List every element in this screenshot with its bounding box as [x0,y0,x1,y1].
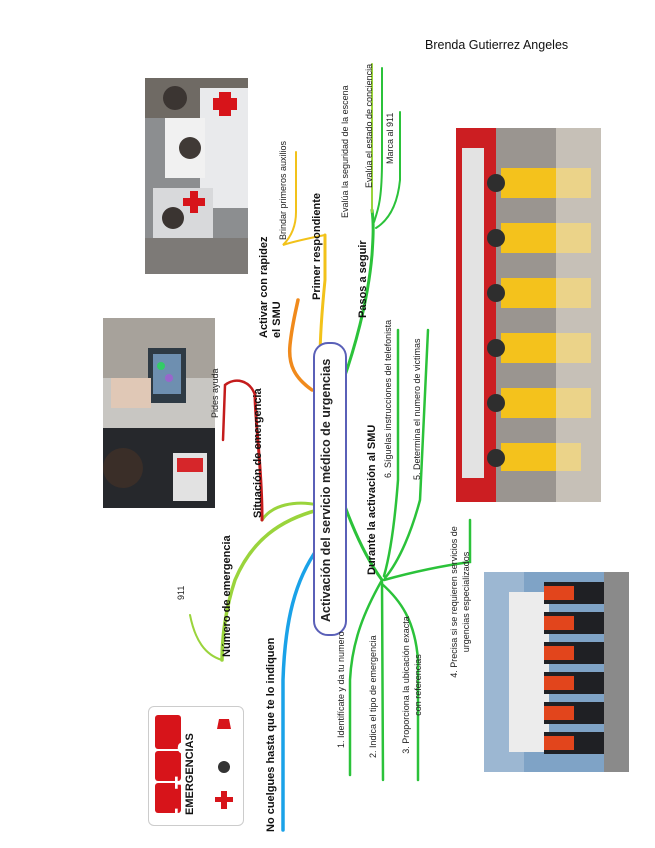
emergency-operator-photo [103,318,215,508]
author-name: Brenda Gutierrez Angeles [425,38,569,52]
label-durante-6: 6. Síguelas instrucciones del telefonist… [383,319,393,478]
logo-digit-1b: 1 [169,807,199,821]
paramedic-team-photo [484,572,629,772]
label-durante-2: 2. Indica el tipo de emergencia [368,635,378,758]
label-no-cuelgues: No cuelgues hasta que te lo indiquen [265,637,277,832]
label-activar-wrap: Activar con rapidez el SMU [258,237,418,338]
logo-siren-icon [217,719,231,729]
logo-digit-9: 9 [172,741,202,755]
label-durante-4: 4. Precisa si se requieren servicios de … [449,526,471,678]
emergencias-911-logo: 9 1 1 EMERGENCIAS [148,706,244,826]
branch-line-pasos-3 [375,111,401,229]
branch-line-durante-1 [348,578,384,777]
label-primer-respondiente: Primer respondiente [311,193,323,300]
branch-line-pides-ayuda [221,379,257,442]
label-activar: Activar con rapidez el SMU [258,236,283,338]
branch-line-pasos-2 [373,67,383,223]
branch-line-no-cuelgues [281,546,320,832]
branch-line-durante-2 [380,580,385,782]
branch-line-durante-6 [382,328,400,578]
branch-line-situacion [260,501,320,522]
label-durante-3-wrap: 3. Proporciona la ubicación exacta con r… [400,610,430,760]
emergencias-911-logo-art: 9 1 1 EMERGENCIAS [155,715,233,821]
label-pasos-3: Marca al 911 [385,112,395,164]
label-durante: Durante la activación al SMU [366,424,378,575]
label-pides-ayuda: Pides ayuda [210,368,220,418]
branch-line-brindar [282,151,326,246]
central-node-text: Activación del servicio médico de urgenc… [319,358,333,622]
label-durante-5: 5. Determina el numero de victimas [412,338,422,480]
logo-digit-1a: 1 [169,775,199,789]
branch-line-numero [220,508,320,662]
branch-line-911 [189,614,223,661]
firefighters-photo [456,128,601,502]
label-numero-emergencia: Número de emergencia [221,535,233,657]
branch-line-activar [287,298,314,392]
branch-line-pasos [336,208,375,397]
label-pasos-2: Evalúa el estado de conciencia [364,63,374,188]
label-911: 911 [176,585,186,600]
red-cross-paramedics-photo [145,78,248,274]
label-brindar: Brindar primeros auxilios [278,140,288,240]
label-durante-1: 1. Identifícate y da tu numero [336,631,346,748]
logo-word: EMERGENCIAS [184,733,196,815]
branch-line-durante-4 [382,518,472,582]
label-pasos-1: Evalúa la seguridad de la escena [340,85,350,218]
label-durante-3: 3. Proporciona la ubicación exacta con r… [401,616,423,754]
label-durante-4-wrap: 4. Precisa si se requieren servicios de … [448,522,478,682]
logo-phone-icon [218,761,230,773]
branch-line-durante-3 [380,582,420,782]
label-pasos: Pasos a seguir [357,240,369,318]
label-situacion: Situación de emergencia [252,388,264,518]
branch-line-durante-5 [383,328,430,580]
central-node [313,342,347,636]
branch-line-situacion-red [253,393,264,522]
